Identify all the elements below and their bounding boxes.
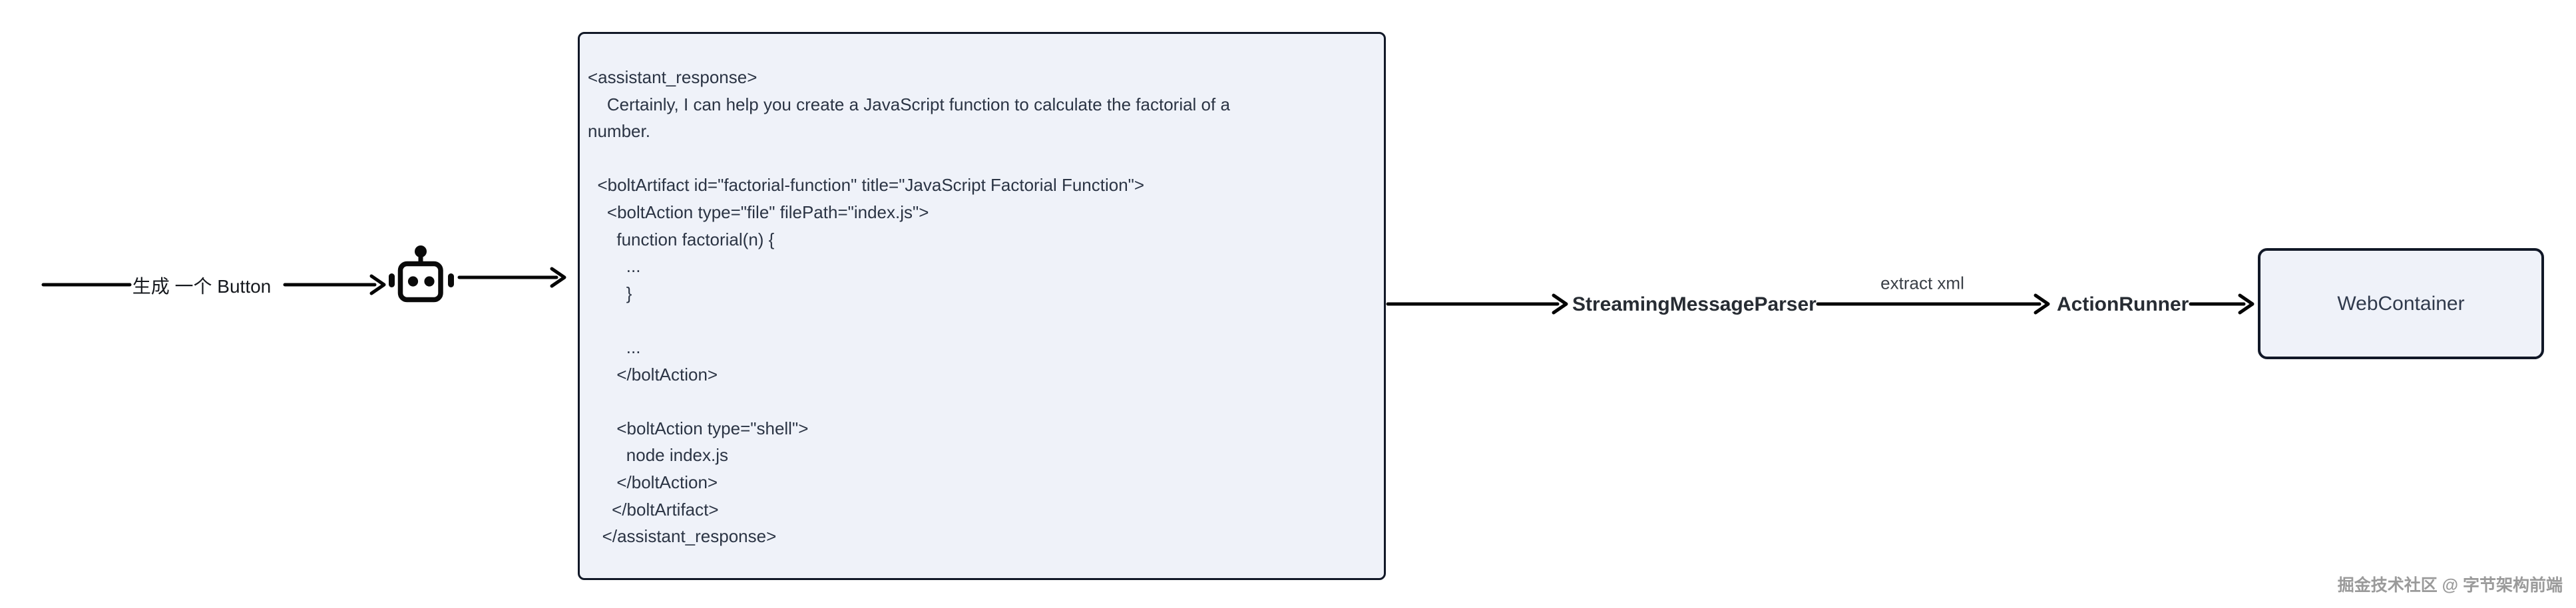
user-prompt-label: 生成 一个 Button — [132, 276, 272, 297]
arrow-to-bot — [283, 274, 386, 295]
runner-label: ActionRunner — [2057, 293, 2189, 315]
edge-label-extract-xml: extract xml — [1880, 273, 1964, 293]
arrow-runner-to-webcontainer — [2189, 293, 2254, 315]
parser-label: StreamingMessageParser — [1572, 293, 1817, 315]
watermark: 掘金技术社区 @ 字节架构前端 — [2337, 576, 2563, 595]
arrow-bot-to-box — [457, 267, 566, 288]
arrow-parser-to-runner — [1816, 293, 2050, 315]
webcontainer-box: WebContainer — [2258, 248, 2544, 359]
assistant-response-box: <assistant_response> Certainly, I can he… — [578, 32, 1386, 580]
assistant-response-code: <assistant_response> Certainly, I can he… — [588, 67, 1230, 547]
webcontainer-label: WebContainer — [2337, 292, 2465, 315]
bot-icon — [389, 245, 454, 303]
arrow-box-to-parser — [1386, 293, 1568, 315]
